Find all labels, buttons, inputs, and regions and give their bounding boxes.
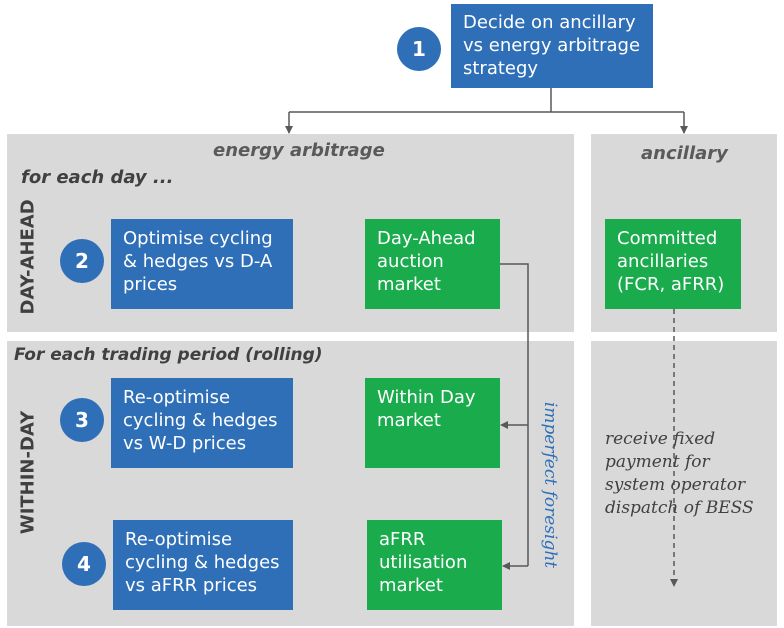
optimise-da-box: Optimise cycling & hedges vs D-A prices [111,219,293,309]
foresight-trunk-line [500,263,529,566]
within-day-label: WITHIN-DAY [17,410,39,535]
step-3-badge: 3 [60,398,104,442]
imperfect-foresight-label: imperfect foresight [540,401,560,569]
for-each-day-label: for each day ... [21,167,174,188]
energy-arbitrage-label: energy arbitrage [213,140,385,161]
for-each-trading-period-label: For each trading period (rolling) [14,345,323,365]
within-day-market-box: Within Day market [365,378,500,468]
step-2-badge: 2 [60,239,104,283]
decide-strategy-box: Decide on ancillary vs energy arbitrage … [451,4,653,88]
day-ahead-label: DAY-AHEAD [17,199,39,315]
ancillary-within-day-panel [591,341,777,626]
ancillary-label: ancillary [641,143,728,164]
step-1-badge: 1 [397,27,441,71]
reoptimise-wd-box: Re-optimise cycling & hedges vs W-D pric… [111,378,293,468]
committed-ancillaries-box: Committed ancillaries (FCR, aFRR) [605,219,741,309]
fixed-payment-note: receive fixed payment for system operato… [605,429,754,518]
afrr-market-box: aFRR utilisation market [367,520,502,610]
day-ahead-market-box: Day-Ahead auction market [365,219,500,309]
top-split-line [289,88,684,113]
step-4-badge: 4 [62,542,106,586]
reoptimise-afrr-box: Re-optimise cycling & hedges vs aFRR pri… [113,520,293,610]
